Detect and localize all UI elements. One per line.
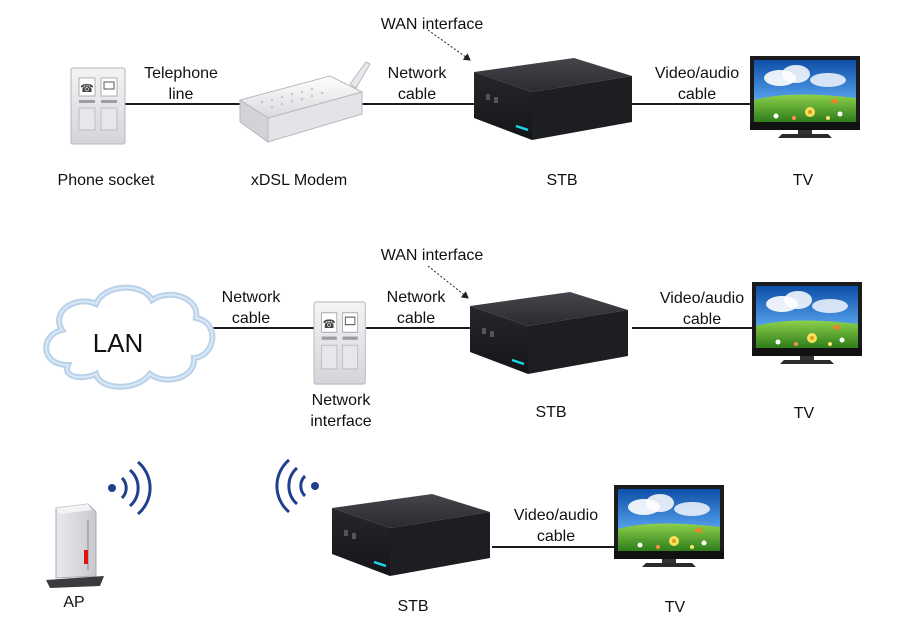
network-interface-label-line2: interface xyxy=(310,413,372,430)
stb-icon xyxy=(330,492,492,578)
video-audio-cable-label-line1: Video/audio xyxy=(654,65,740,82)
lan-label: LAN xyxy=(92,328,144,358)
phone-socket-label: Phone socket xyxy=(57,172,155,189)
tv-icon xyxy=(614,485,724,567)
video-audio-cable-label: Video/audio cable xyxy=(514,505,598,547)
stb-label: STB xyxy=(535,404,567,421)
telephone-line-label: Telephone line xyxy=(144,63,218,105)
tv-label: TV xyxy=(664,599,686,616)
access-point-icon xyxy=(46,503,104,588)
wifi-signal-right-icon xyxy=(108,460,152,516)
telephone-line-label-line2: line xyxy=(168,86,194,103)
telephone-line-label-line1: Telephone xyxy=(144,65,218,82)
xdsl-modem-label: xDSL Modem xyxy=(250,172,348,189)
wan-interface-arrow xyxy=(427,265,469,299)
wan-interface-label: WAN interface xyxy=(380,16,484,33)
tv-label: TV xyxy=(793,405,815,422)
lan-cloud-icon xyxy=(43,284,216,390)
network-cable-label: Network cable xyxy=(387,287,446,329)
video-audio-cable-label: Video/audio cable xyxy=(660,288,744,330)
network-cable-label-line1: Network xyxy=(221,289,281,306)
network-cable-label-line2: cable xyxy=(396,310,436,327)
network-cable-label-line2: cable xyxy=(231,310,271,327)
stb-icon xyxy=(472,56,634,142)
stb-label: STB xyxy=(546,172,578,189)
video-audio-cable-label-line2: cable xyxy=(682,311,722,328)
stb-label: STB xyxy=(397,598,429,615)
video-audio-cable-label-line2: cable xyxy=(536,528,576,545)
video-audio-cable-label: Video/audio cable xyxy=(655,63,739,105)
network-cable-label: Network cable xyxy=(222,287,281,329)
wan-interface-arrow xyxy=(427,29,471,61)
wifi-signal-left-icon xyxy=(275,458,319,514)
network-interface-label: Network interface xyxy=(310,390,371,432)
ap-label: AP xyxy=(63,594,85,611)
tv-icon xyxy=(752,282,862,364)
phone-socket-icon xyxy=(70,67,126,145)
network-interface-label-line1: Network xyxy=(311,392,371,409)
video-audio-cable-label-line1: Video/audio xyxy=(513,507,599,524)
network-cable-label-line1: Network xyxy=(387,65,447,82)
stb-icon xyxy=(468,290,630,376)
tv-label: TV xyxy=(792,172,814,189)
tv-icon xyxy=(750,56,860,138)
network-cable-label: Network cable xyxy=(388,63,447,105)
xdsl-modem-icon xyxy=(238,61,371,143)
network-cable-label-line1: Network xyxy=(386,289,446,306)
network-interface-socket-icon xyxy=(313,301,366,385)
video-audio-cable-label-line1: Video/audio xyxy=(659,290,745,307)
wan-interface-label: WAN interface xyxy=(380,247,484,264)
video-audio-cable-label-line2: cable xyxy=(677,86,717,103)
network-cable-label-line2: cable xyxy=(397,86,437,103)
